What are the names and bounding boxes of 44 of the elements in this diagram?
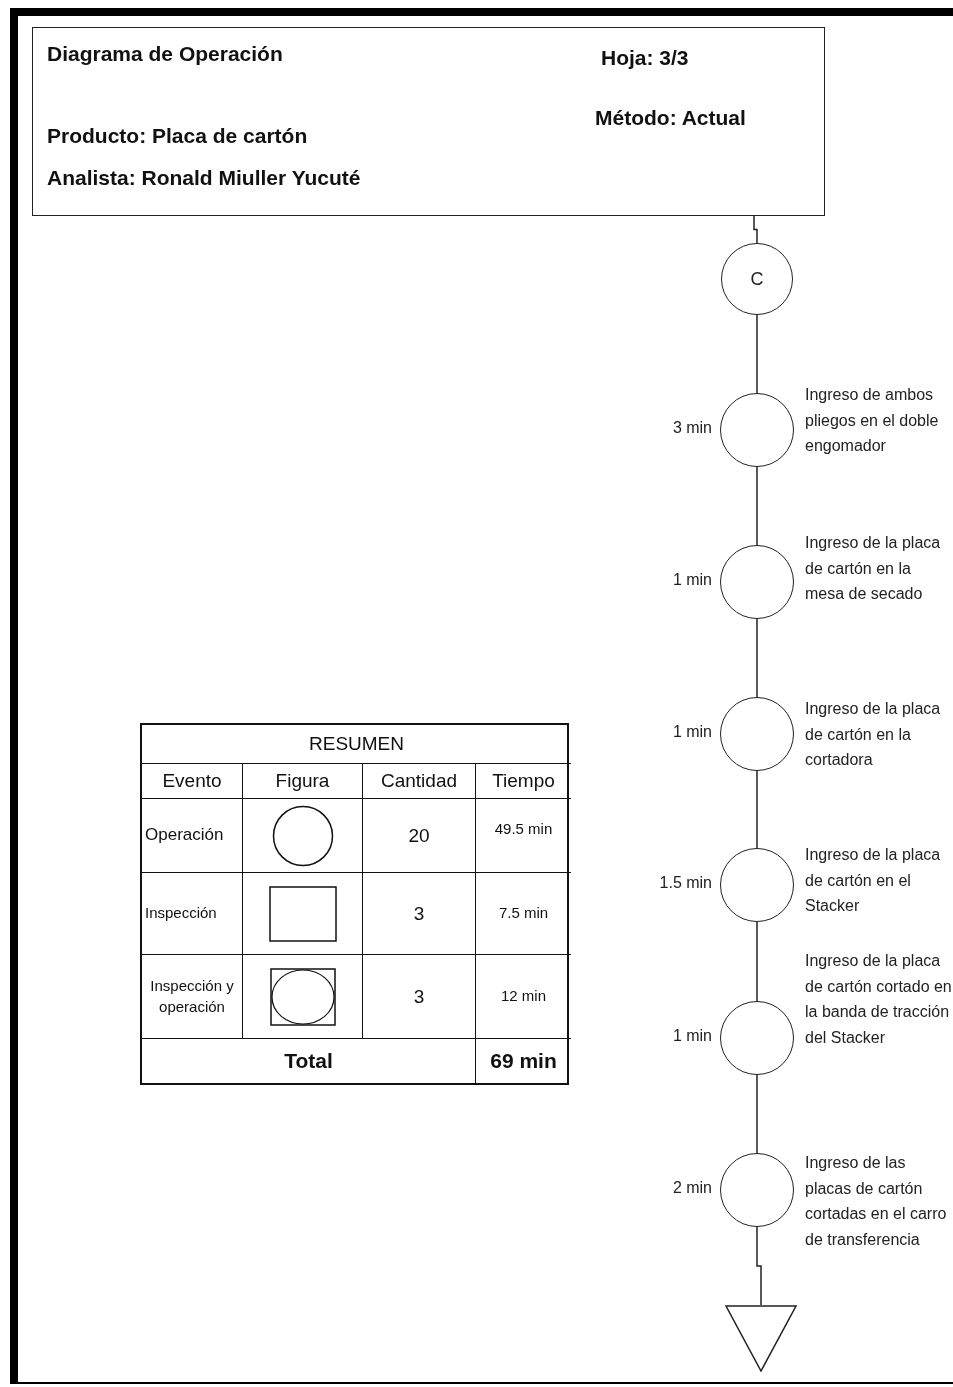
header-box (32, 27, 825, 216)
flow-line (756, 1074, 758, 1154)
step-description: Ingreso de la placa de cartón cortado en la banda de tracción del Stacker (805, 951, 953, 1048)
table-text: 20 (408, 823, 430, 848)
header-text: Hoja: 3/3 (601, 46, 689, 70)
step-description: Ingreso de la placa de cartón en la cortadora (805, 699, 942, 771)
header-text: Producto: Placa de cartón (47, 124, 308, 148)
table-text: Operación (145, 824, 224, 847)
table-text: RESUMEN (309, 732, 404, 757)
table-text: 7.5 min (498, 903, 549, 924)
header-text: Diagrama de Operación (47, 42, 283, 66)
table-text: Inspección (145, 903, 217, 924)
table-text: 49.5 min (494, 819, 553, 839)
time-label: 2 min (671, 1179, 712, 1197)
step-description: Ingreso de las placas de cartón cortadas en el carro de transferencia (805, 1153, 948, 1250)
time-label: 1.5 min (658, 874, 712, 892)
flow-line (756, 1226, 762, 1306)
table-text: Cantidad (380, 769, 458, 794)
flow-line (756, 921, 758, 1002)
flow-line (753, 215, 758, 244)
table-text: Evento (162, 769, 222, 794)
table-text: Tiempo (492, 769, 555, 794)
connector-letter: C (750, 268, 764, 290)
table-text: Total (284, 1047, 333, 1074)
table-text: 12 min (501, 986, 546, 1007)
table-text: 3 (413, 984, 425, 1009)
step-description: Ingreso de la placa de cartón en la mesa de secado (805, 533, 942, 605)
flow-line (756, 770, 758, 849)
time-label: 1 min (671, 571, 712, 589)
table-text: Inspección y operación (149, 976, 235, 1017)
step-description: Ingreso de la placa de cartón en el Stacker (805, 845, 942, 917)
time-label: 3 min (671, 419, 712, 437)
table-text: 3 (413, 901, 425, 926)
table-text: Figura (275, 769, 330, 794)
header-text: Método: Actual (595, 106, 746, 130)
table-text: 69 min (490, 1047, 557, 1074)
time-label: 1 min (671, 1027, 712, 1045)
storage-triangle (725, 1305, 797, 1372)
time-label: 1 min (671, 723, 712, 741)
flow-line (756, 314, 758, 394)
header-text: Analista: Ronald Miuller Yucuté (47, 166, 361, 190)
step-description: Ingreso de ambos pliegos en el doble engomador (805, 385, 940, 457)
flow-line (756, 466, 758, 546)
flow-line (756, 618, 758, 698)
